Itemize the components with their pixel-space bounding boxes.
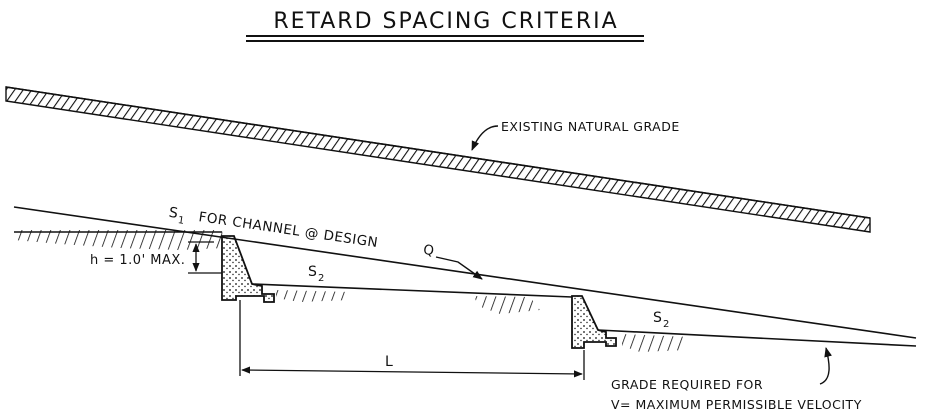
grade-required-leader (819, 347, 832, 385)
grade-required-label-line1: GRADE REQUIRED FOR (611, 377, 763, 392)
s2-label-1: S (308, 264, 317, 280)
existing-natural-grade-band (5, 86, 871, 233)
s1-subscript: 1 (177, 215, 185, 227)
right-soil (622, 334, 690, 352)
existing-grade-label: EXISTING NATURAL GRADE (501, 119, 680, 134)
design-q-label: Q (422, 242, 435, 259)
grade-required-label-line2: V= MAXIMUM PERMISSIBLE VELOCITY (611, 397, 862, 412)
mid-soil-2 (474, 296, 540, 314)
s2-subscript-2: 2 (663, 319, 670, 330)
existing-grade-leader (471, 125, 499, 151)
s2-grade-line-2 (597, 329, 917, 347)
l-dimension-line (241, 366, 583, 378)
mid-soil-1 (276, 290, 350, 302)
s1-label: S (168, 205, 180, 222)
s2-label-2: S (653, 310, 662, 326)
s1-design-grade-line (13, 206, 917, 339)
left-natural-ground (14, 230, 224, 250)
design-q-leader (435, 256, 483, 280)
diagram-title: RETARD SPACING CRITERIA (273, 9, 618, 34)
s2-grade-line-1 (251, 283, 573, 298)
l-label: L (385, 354, 393, 370)
s2-subscript-1: 2 (318, 273, 325, 284)
existing-grade-top-edge (5, 86, 871, 219)
retard-1-structure (221, 235, 275, 303)
h-max-label: h = 1.0' MAX. (90, 253, 185, 268)
retard-2-structure (571, 295, 617, 349)
